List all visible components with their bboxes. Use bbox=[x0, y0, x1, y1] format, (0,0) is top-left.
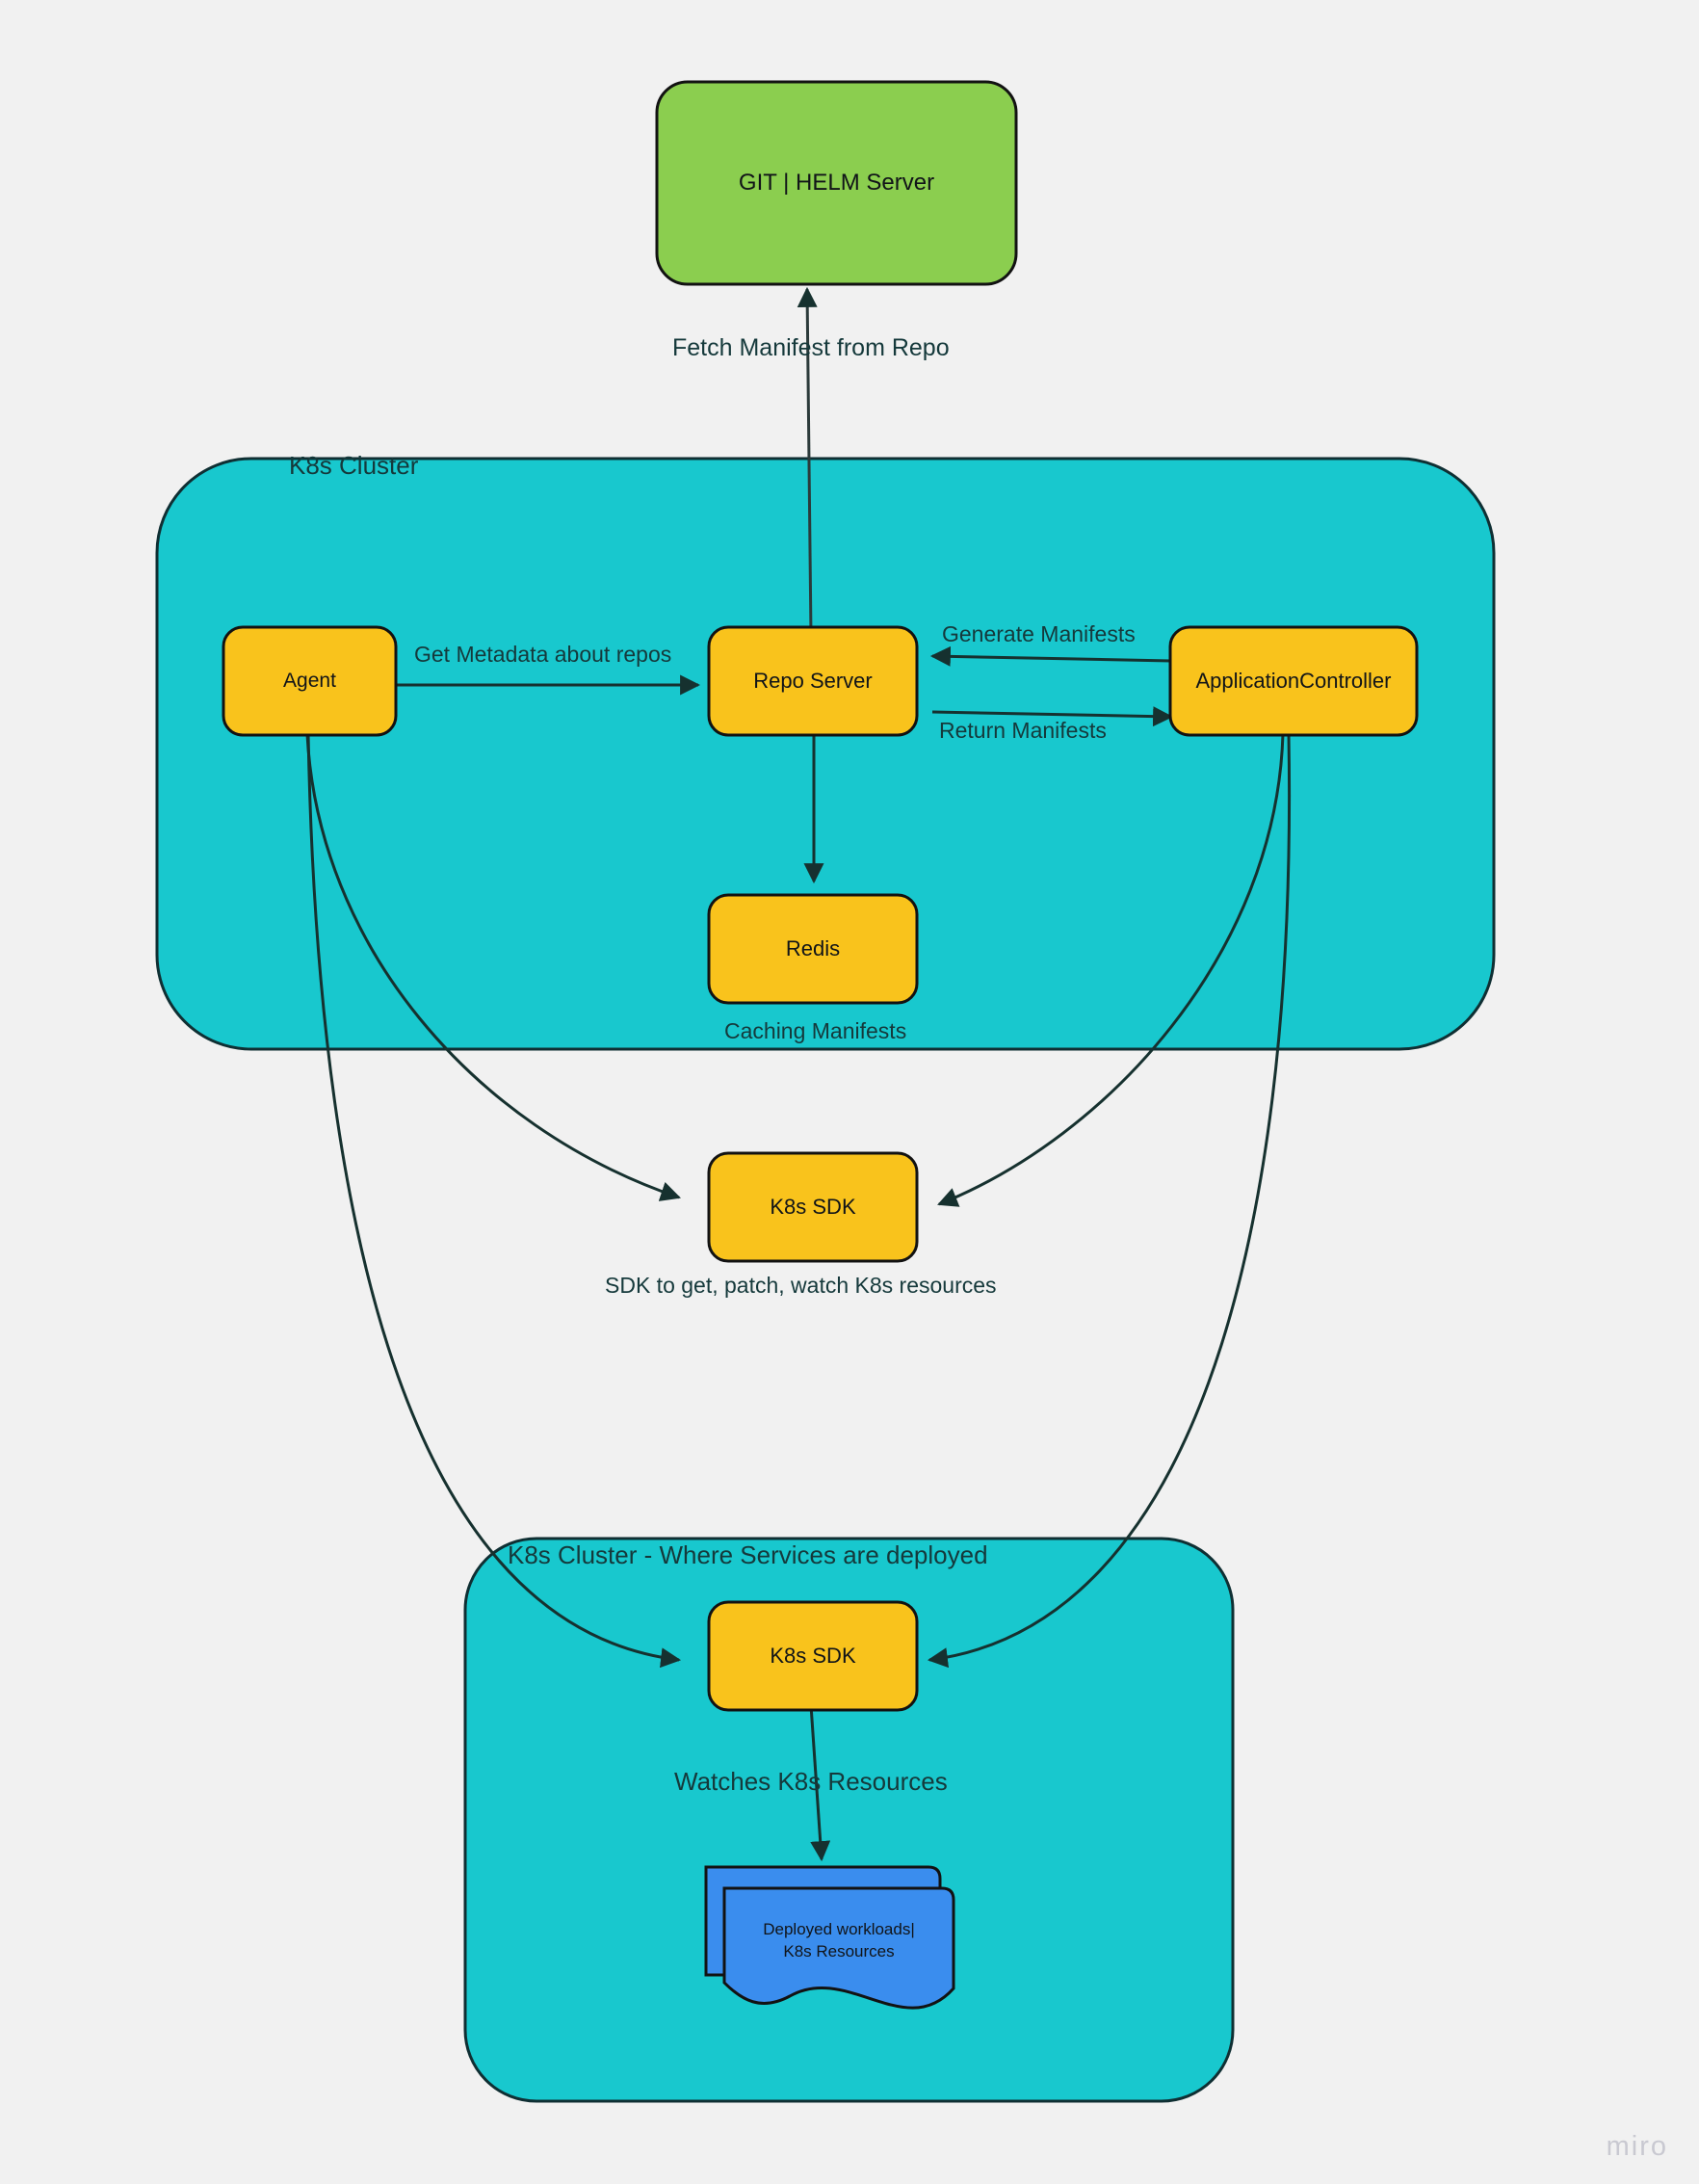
edge-label-fetch-manifest: Fetch Manifest from Repo bbox=[672, 334, 950, 361]
edge-label-watches-resources: Watches K8s Resources bbox=[674, 1767, 948, 1796]
cluster-top-label: K8s Cluster bbox=[289, 451, 419, 480]
cluster-top-container[interactable] bbox=[155, 457, 1496, 1051]
edge-controller-to-sdk-bottom bbox=[927, 733, 1292, 1669]
cluster-bottom-label: K8s Cluster - Where Services are deploye… bbox=[508, 1540, 988, 1569]
git-helm-server-node[interactable] bbox=[655, 80, 1018, 286]
repo-server-node[interactable] bbox=[707, 625, 919, 737]
edge-agent-to-sdk-top bbox=[305, 733, 681, 1201]
edge-controller-to-sdk-top bbox=[937, 733, 1285, 1207]
k8s-sdk-top-node[interactable] bbox=[707, 1151, 919, 1263]
edge-label-get-metadata: Get Metadata about repos bbox=[414, 642, 672, 667]
deployed-workloads-node[interactable] bbox=[722, 1886, 955, 2010]
edge-label-sdk-caption: SDK to get, patch, watch K8s resources bbox=[605, 1273, 997, 1298]
edge-generate-manifests bbox=[929, 645, 1172, 667]
edge-label-generate-manifests: Generate Manifests bbox=[942, 621, 1136, 646]
redis-node[interactable] bbox=[707, 893, 919, 1005]
edge-label-caching-manifests: Caching Manifests bbox=[724, 1018, 907, 1043]
edge-fetch-manifest bbox=[797, 286, 818, 637]
agent-node[interactable] bbox=[222, 625, 398, 737]
edge-watches-resources bbox=[809, 1704, 831, 1862]
cluster-bottom-container[interactable] bbox=[463, 1537, 1235, 2103]
application-controller-node[interactable] bbox=[1168, 625, 1419, 737]
edge-agent-to-sdk-bottom bbox=[306, 733, 682, 1669]
miro-watermark: miro bbox=[1606, 2131, 1668, 2162]
edge-label-return-manifests: Return Manifests bbox=[939, 718, 1107, 743]
edge-return-manifests bbox=[931, 706, 1174, 727]
k8s-sdk-bottom-node[interactable] bbox=[707, 1600, 919, 1712]
